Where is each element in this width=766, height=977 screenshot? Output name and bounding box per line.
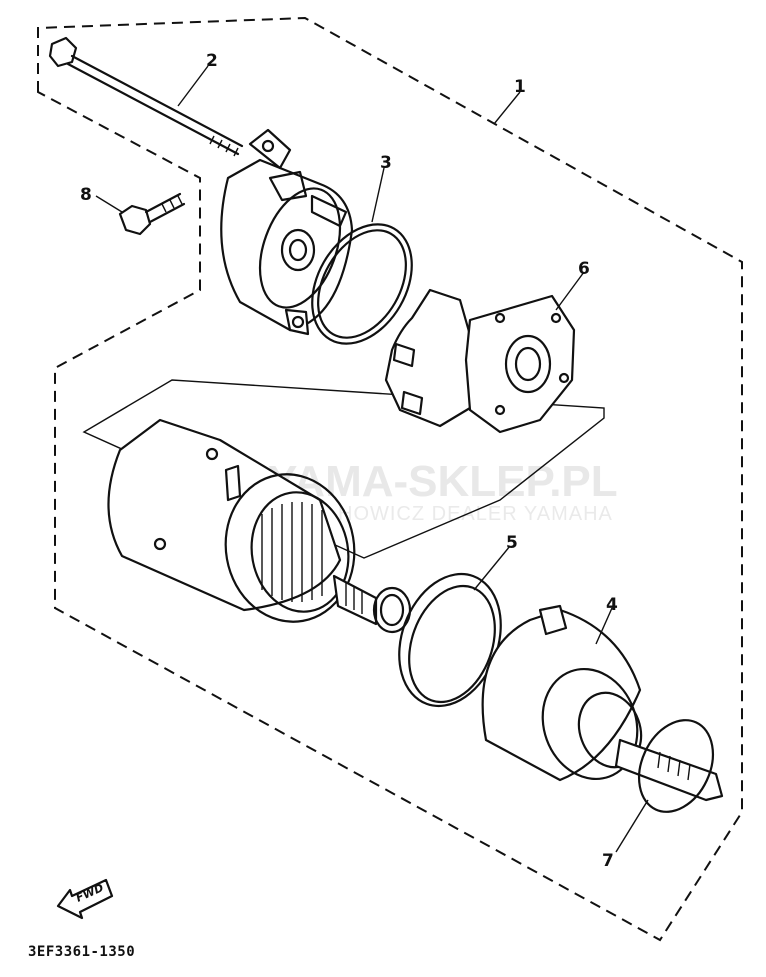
front-cover (481, 604, 724, 802)
drawing-code: 3EF3361-1350 (28, 944, 135, 960)
o-ring-shaft (638, 719, 714, 813)
forward-arrow-icon: FWD (56, 878, 114, 920)
callout-6: 6 (578, 259, 590, 279)
guide-plane (82, 379, 605, 559)
brush-plate (384, 288, 576, 434)
screw (118, 192, 186, 236)
motor-yoke (107, 418, 378, 626)
callout-1: 1 (514, 77, 526, 97)
through-bolt (48, 36, 244, 157)
callout-8: 8 (80, 185, 92, 205)
callout-4: 4 (606, 595, 618, 615)
watermark-sub: HOWICZ DEALER YAMAHA (338, 503, 613, 525)
watermark-main: YAMA-SKLEP.PL (268, 457, 618, 506)
callout-2: 2 (206, 51, 218, 71)
rear-cover (220, 128, 354, 336)
assembly-boundary (37, 16, 743, 942)
o-ring-large (311, 223, 413, 345)
leader-lines (95, 65, 649, 853)
callout-5: 5 (506, 533, 518, 553)
callout-3: 3 (380, 153, 392, 173)
callout-7: 7 (602, 851, 614, 871)
